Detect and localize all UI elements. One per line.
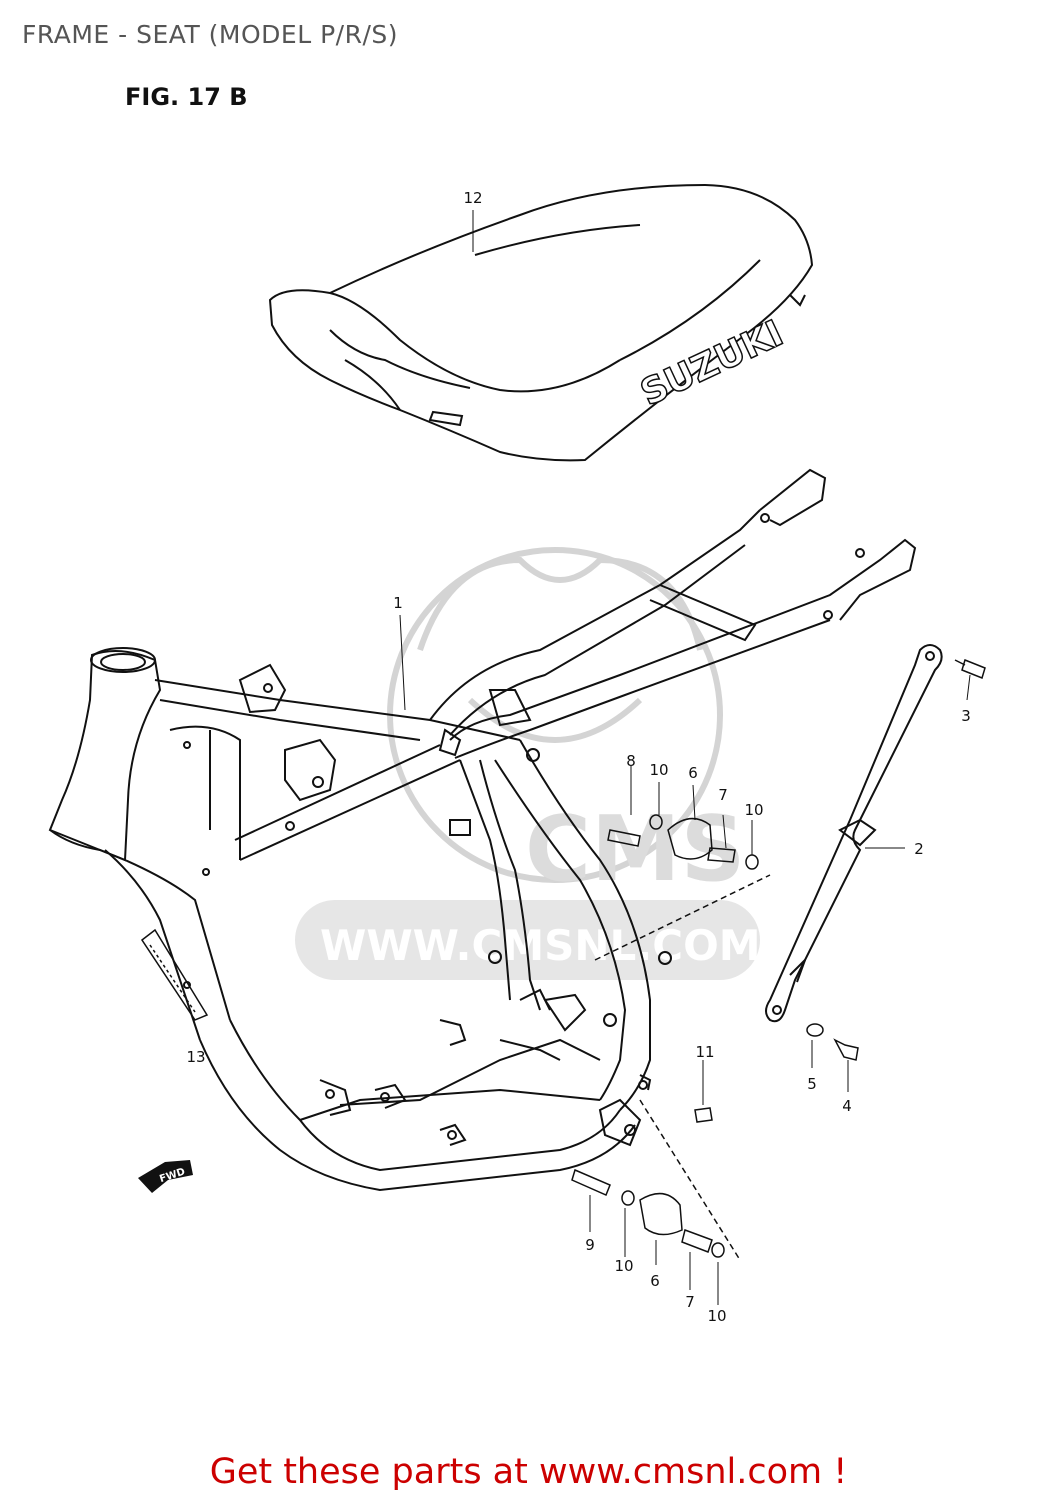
figure-label: FIG. 17 B <box>125 83 248 111</box>
watermark-logo: CMS <box>525 797 745 902</box>
callout-10b: 10 <box>744 801 764 819</box>
callout-2: 2 <box>914 840 924 858</box>
lower-mount-hardware <box>571 1099 741 1261</box>
frame <box>48 468 917 1192</box>
callout-12: 12 <box>463 189 483 207</box>
callout-10a: 10 <box>649 761 669 779</box>
fwd-marker: FWD <box>138 1160 193 1193</box>
side-stay <box>765 644 943 1023</box>
callout-6b: 6 <box>650 1272 660 1290</box>
seat-brand: SUZUKI <box>635 313 790 414</box>
callout-7a: 7 <box>718 786 728 804</box>
callout-5: 5 <box>807 1075 817 1093</box>
callout-3: 3 <box>961 707 971 725</box>
bolt-4 <box>806 1023 859 1061</box>
upper-mount-hardware <box>594 814 771 961</box>
callout-1: 1 <box>393 594 403 612</box>
callout-9: 9 <box>585 1236 595 1254</box>
callout-8: 8 <box>626 752 636 770</box>
seat <box>268 183 814 462</box>
leader-lines <box>399 210 971 1305</box>
callout-13: 13 <box>186 1048 206 1066</box>
watermark: CMS WWW.CMSNL.COM <box>295 547 761 980</box>
callout-4: 4 <box>842 1097 852 1115</box>
callout-11: 11 <box>695 1043 715 1061</box>
callout-7b: 7 <box>685 1293 695 1311</box>
callout-6a: 6 <box>688 764 698 782</box>
decal <box>140 928 209 1021</box>
get-parts-link[interactable]: Get these parts at www.cmsnl.com ! <box>209 1452 848 1492</box>
watermark-url: WWW.CMSNL.COM <box>320 921 761 970</box>
callout-10c: 10 <box>614 1257 634 1275</box>
callout-10d: 10 <box>707 1307 727 1325</box>
page-title: FRAME - SEAT (MODEL P/R/S) <box>22 20 399 49</box>
bolt-3 <box>954 658 986 680</box>
